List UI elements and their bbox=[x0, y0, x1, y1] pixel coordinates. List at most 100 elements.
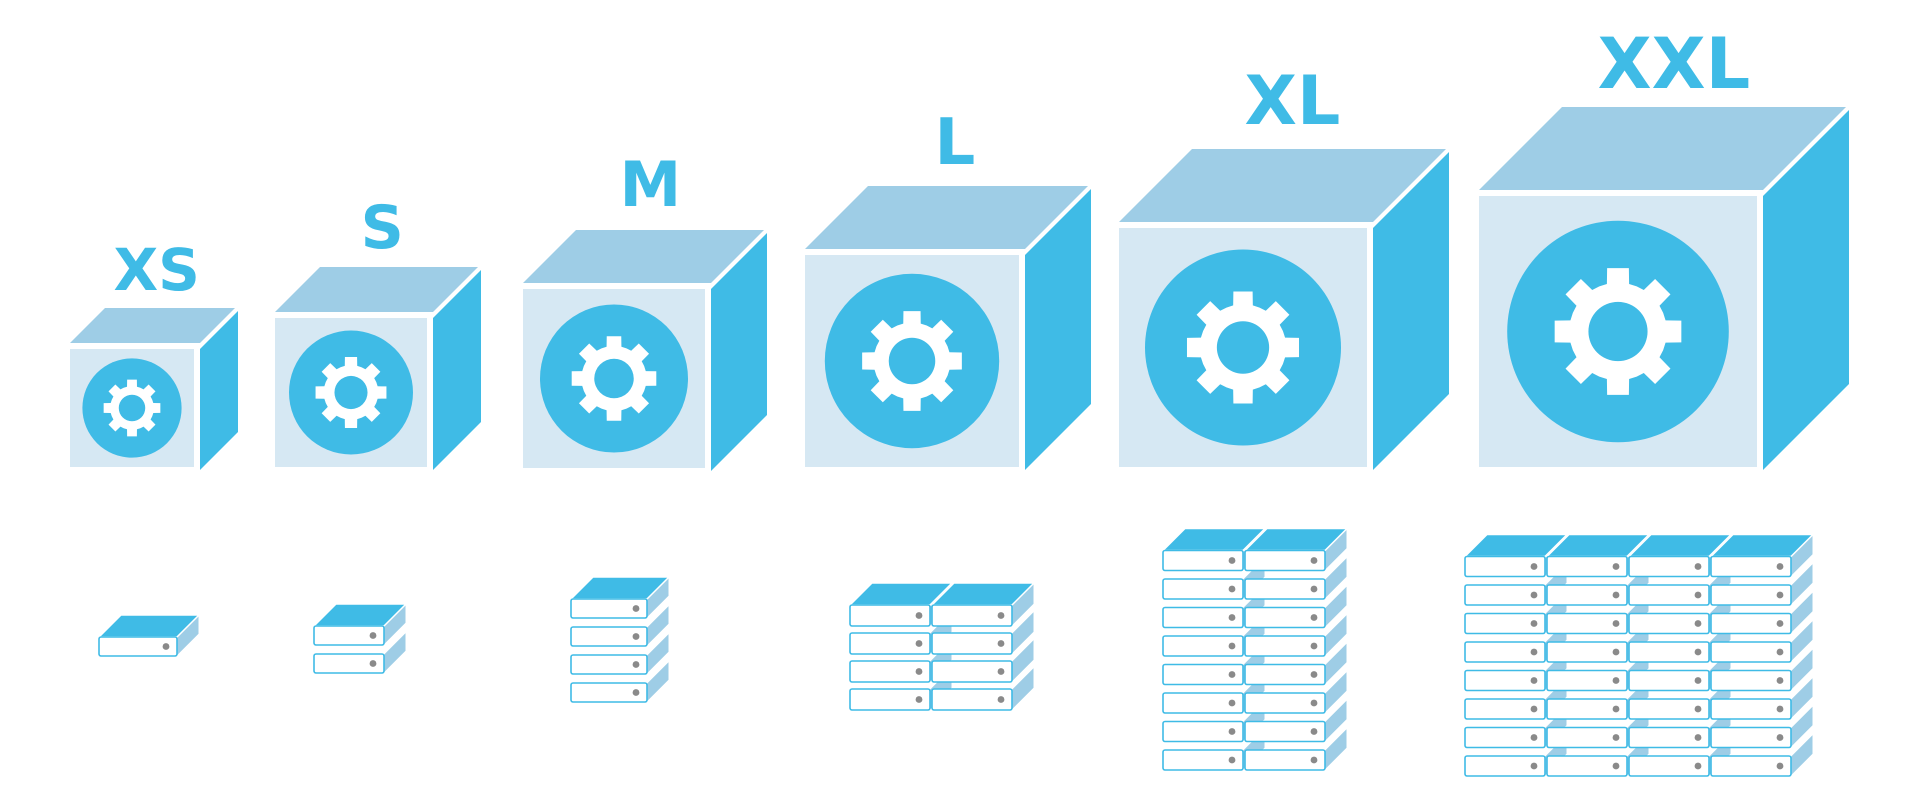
server-front bbox=[1546, 726, 1628, 749]
gear-disc bbox=[1507, 220, 1729, 443]
server-unit bbox=[1628, 675, 1732, 721]
server-unit bbox=[1709, 533, 1815, 578]
cube bbox=[64, 308, 238, 473]
server-front bbox=[1244, 549, 1326, 572]
server-front bbox=[1464, 641, 1546, 663]
server-front bbox=[1244, 663, 1326, 686]
server-unit bbox=[313, 630, 407, 675]
server-led bbox=[997, 612, 1005, 619]
server-led bbox=[997, 696, 1005, 703]
server-led bbox=[1530, 620, 1538, 627]
server-led bbox=[1612, 762, 1620, 770]
server-front bbox=[849, 660, 931, 683]
server-front bbox=[98, 636, 178, 657]
server-led bbox=[1612, 591, 1620, 599]
server-led bbox=[1530, 734, 1538, 741]
server-led bbox=[997, 640, 1005, 647]
server-front bbox=[1710, 755, 1792, 777]
server-front bbox=[1244, 635, 1326, 657]
server-front bbox=[570, 598, 648, 619]
server-led bbox=[1228, 557, 1236, 564]
server-led bbox=[1612, 648, 1620, 656]
server-led bbox=[1530, 648, 1538, 656]
server-front bbox=[1162, 663, 1244, 686]
cube-top-face bbox=[272, 267, 478, 315]
server-front bbox=[1710, 584, 1792, 606]
server-front bbox=[1546, 555, 1628, 578]
server-front bbox=[1546, 698, 1628, 720]
size-label: M bbox=[620, 148, 682, 221]
server-unit bbox=[1244, 669, 1348, 715]
server-front bbox=[1244, 749, 1326, 771]
cube-side-face bbox=[1373, 152, 1449, 470]
server-led bbox=[1310, 642, 1318, 650]
gear-icon bbox=[1554, 268, 1682, 395]
server-led bbox=[1694, 705, 1702, 713]
server-front bbox=[931, 604, 1013, 627]
size-label: XS bbox=[113, 236, 200, 304]
cube bbox=[1473, 107, 1849, 473]
cube bbox=[269, 267, 481, 473]
server-led bbox=[1694, 677, 1702, 684]
server-led bbox=[915, 612, 923, 619]
server-front bbox=[1628, 584, 1710, 606]
server-front bbox=[1244, 720, 1326, 743]
server-led bbox=[1228, 699, 1236, 707]
server-front bbox=[1710, 669, 1792, 692]
cube bbox=[517, 230, 767, 474]
server-led bbox=[1694, 591, 1702, 599]
server-front bbox=[1162, 749, 1244, 771]
cube-side-face bbox=[1025, 189, 1091, 470]
server-led bbox=[1694, 648, 1702, 656]
gear-disc bbox=[289, 330, 413, 455]
server-front bbox=[570, 654, 648, 675]
server-unit bbox=[931, 665, 1035, 712]
server-led bbox=[1228, 756, 1236, 764]
server-unit bbox=[1710, 590, 1814, 635]
server-front bbox=[1464, 726, 1546, 749]
server-front bbox=[1710, 726, 1792, 749]
tier-s: S bbox=[269, 193, 481, 675]
cube-top-face bbox=[802, 186, 1088, 252]
cube-side-face bbox=[1763, 110, 1849, 470]
server-front bbox=[1244, 692, 1326, 714]
server-front bbox=[1244, 606, 1326, 629]
server-led bbox=[1694, 620, 1702, 627]
server-led bbox=[1310, 585, 1318, 593]
server-led bbox=[632, 689, 640, 696]
server-unit bbox=[570, 659, 670, 704]
server-front bbox=[931, 632, 1013, 655]
server-unit bbox=[1710, 647, 1814, 692]
server-front bbox=[1162, 692, 1244, 714]
server-front bbox=[570, 682, 648, 703]
server-front bbox=[849, 604, 931, 627]
gear-icon bbox=[862, 311, 962, 411]
server-led bbox=[1228, 585, 1236, 593]
server-led bbox=[1310, 728, 1318, 735]
server-front bbox=[1464, 584, 1546, 606]
server-front bbox=[849, 688, 931, 711]
server-led bbox=[1776, 620, 1784, 627]
server-front bbox=[570, 626, 648, 647]
server-led bbox=[1776, 591, 1784, 599]
server-unit bbox=[312, 602, 408, 647]
server-led bbox=[632, 661, 640, 668]
server-front bbox=[1628, 555, 1710, 578]
server-led bbox=[369, 660, 377, 667]
server-front bbox=[1464, 698, 1546, 720]
server-unit bbox=[1710, 704, 1814, 749]
server-unit bbox=[1710, 561, 1814, 607]
server-led bbox=[1228, 642, 1236, 650]
gear-icon bbox=[571, 336, 657, 421]
server-front bbox=[1546, 612, 1628, 635]
server-led bbox=[1228, 728, 1236, 735]
server-led bbox=[915, 696, 923, 703]
server-led bbox=[1776, 677, 1784, 684]
tier-l: L bbox=[799, 106, 1091, 712]
tier-xs: XS bbox=[64, 236, 238, 658]
server-unit bbox=[97, 613, 201, 658]
server-stack bbox=[848, 581, 1036, 712]
cube-side-face bbox=[433, 270, 481, 470]
server-led bbox=[632, 605, 640, 612]
